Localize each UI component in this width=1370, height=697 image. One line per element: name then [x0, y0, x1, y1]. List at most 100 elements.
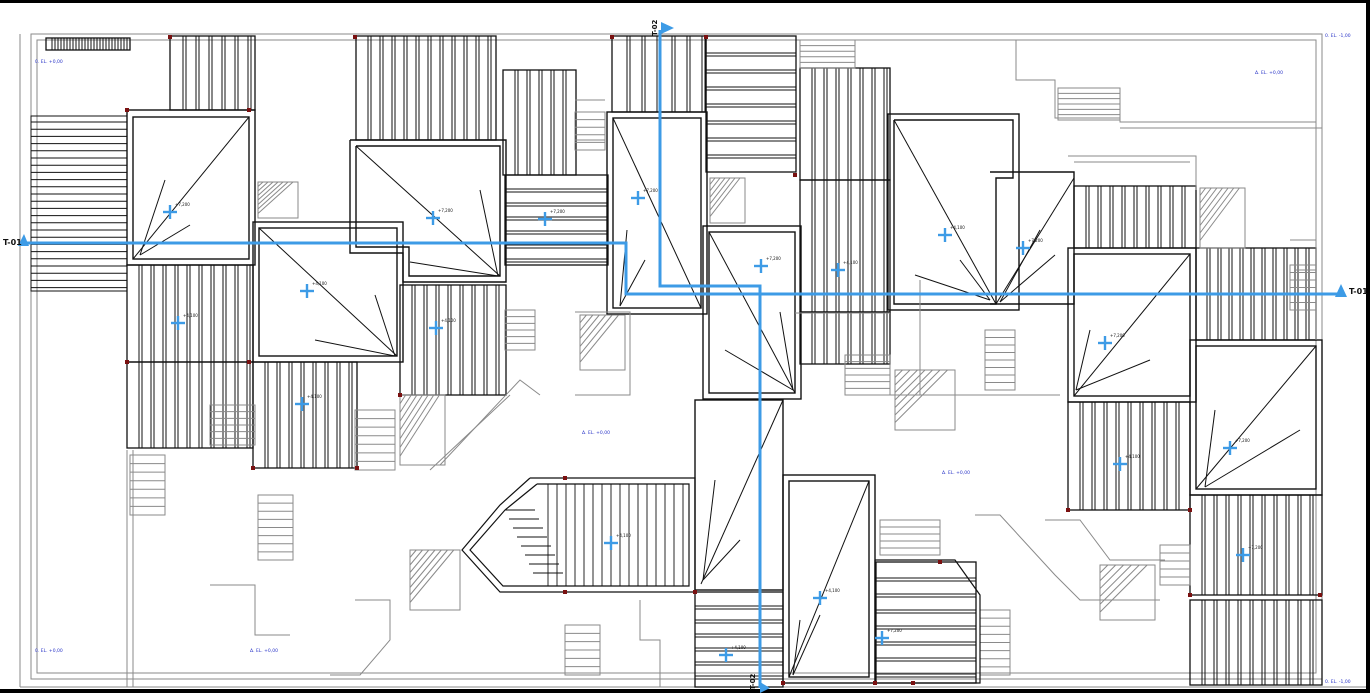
- opening-diagonal: [1073, 253, 1191, 397]
- level-label: +4,100: [616, 533, 631, 538]
- stair-step: [894, 369, 911, 386]
- terrain-label-corner-right-bottom: 0. EL. -1,00: [1325, 679, 1351, 685]
- stair-step: [894, 369, 933, 408]
- column-post: [125, 360, 129, 364]
- level-label: +7,200: [1110, 333, 1125, 338]
- opening-diagonal: [779, 311, 794, 391]
- terrain-label-center: Δ. EL. +0,00: [582, 430, 610, 436]
- opening-diagonal: [619, 259, 646, 307]
- opening-diagonal: [612, 117, 702, 309]
- terrain-label-top-right: Δ. EL. +0,00: [1255, 70, 1283, 76]
- opening-diagonal: [355, 145, 501, 277]
- stair-flight: [574, 111, 606, 151]
- stair-flight: [129, 454, 166, 516]
- terrain-label-corner-right-top: 0. EL. -1,00: [1325, 33, 1351, 39]
- stair-step: [1199, 187, 1223, 219]
- small-stairs: [129, 39, 1317, 676]
- stair-step: [409, 549, 448, 596]
- opening-diagonal: [995, 177, 1075, 305]
- joist-bay: [875, 561, 977, 684]
- column-post: [563, 476, 567, 480]
- column-post: [693, 590, 697, 594]
- stair-step: [409, 549, 423, 566]
- stair-step: [709, 177, 731, 205]
- stair-step: [409, 549, 436, 581]
- stair-step: [894, 369, 926, 401]
- stair-step: [1099, 564, 1109, 574]
- stair-flight: [799, 39, 856, 69]
- level-label: +4,100: [1125, 454, 1140, 459]
- section-arrow-t02-bottom: [760, 682, 770, 693]
- section-label-t01-left: T-01: [3, 238, 22, 247]
- stair-flight: [879, 519, 941, 556]
- column-post: [125, 108, 129, 112]
- opening-diagonal: [702, 539, 741, 581]
- level-label: +7,200: [1028, 238, 1043, 243]
- stair-step: [399, 394, 418, 422]
- frame-right: [1366, 0, 1370, 693]
- stair-flight: [257, 181, 299, 219]
- opening-diagonal: [409, 261, 499, 277]
- stair-step: [579, 314, 600, 339]
- stair-step: [579, 314, 619, 363]
- stair-flight: [1159, 544, 1191, 586]
- stair-flight: [894, 369, 956, 431]
- column-post: [793, 173, 797, 177]
- column-post: [247, 360, 251, 364]
- column-post: [251, 466, 255, 470]
- stair-step: [399, 394, 423, 431]
- section-arrow-t01-left: [18, 234, 29, 246]
- stair-step: [894, 369, 903, 378]
- joist-bay: [355, 35, 497, 141]
- stair-step: [1199, 187, 1212, 204]
- terrain-label-center-right: Δ. EL. +0,00: [942, 470, 970, 476]
- level-label: +7,200: [1248, 545, 1263, 550]
- stair-step: [409, 549, 430, 573]
- opening-diagonal: [792, 619, 801, 676]
- section-label-t02-bottom: T-02: [749, 673, 757, 690]
- terrain-label-top-left: 0. EL. +0,00: [35, 59, 63, 65]
- stair-step: [579, 314, 587, 324]
- stair-step: [399, 394, 435, 448]
- opening-diagonal: [708, 231, 796, 394]
- stair-step: [894, 369, 941, 416]
- left-stair-treads: [31, 121, 127, 289]
- section-arrow-t01-right: [1335, 284, 1347, 297]
- joist-bay: [1189, 599, 1323, 686]
- stair-step: [409, 549, 442, 588]
- stair-step: [894, 369, 918, 393]
- opening-diagonal: [258, 227, 398, 357]
- level-marks: +7,200 +4,100 +7,200 +4,100 +7,200 +4,100 +4,1…: [163, 188, 1263, 662]
- level-label: +7,200: [175, 202, 190, 207]
- stair-step: [709, 177, 716, 185]
- level-label: +7,200: [643, 188, 658, 193]
- level-label: +4,100: [731, 645, 746, 650]
- column-post: [168, 35, 172, 39]
- column-post: [353, 35, 357, 39]
- level-label: +4,100: [825, 588, 840, 593]
- stair-step: [709, 177, 741, 217]
- opening-diagonal: [893, 119, 997, 305]
- level-label: +7,200: [766, 256, 781, 261]
- opening-diagonal: [788, 480, 870, 678]
- opening-diagonal: [700, 399, 784, 585]
- lower-center-stair: [461, 477, 696, 593]
- stair-flight: [709, 177, 746, 224]
- stair-step: [894, 369, 948, 423]
- level-label: +4,100: [843, 260, 858, 265]
- section-line-t01: [22, 241, 1340, 296]
- stair-step: [409, 549, 417, 558]
- opening-diagonal: [1204, 409, 1216, 488]
- stair-step: [1099, 564, 1132, 597]
- stair-step: [257, 181, 264, 187]
- stair-step: [257, 181, 269, 192]
- stair-step: [579, 314, 607, 347]
- joist-bay: [799, 179, 891, 313]
- section-line-t02: [658, 30, 762, 688]
- column-post: [911, 681, 915, 685]
- opening-diagonal: [132, 116, 250, 260]
- opening-diagonal: [374, 294, 396, 357]
- stair-flight: [1199, 187, 1246, 249]
- stair-step: [409, 549, 455, 603]
- level-label: +4,100: [183, 313, 198, 318]
